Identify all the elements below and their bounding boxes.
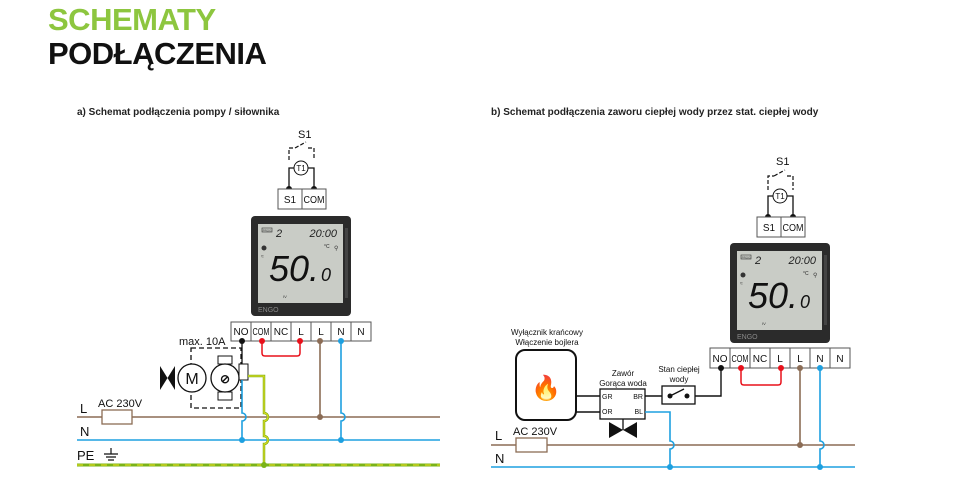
terminal-s1: S1 bbox=[284, 195, 297, 206]
motor-label: M bbox=[185, 371, 198, 388]
diagram-b-title: b) Schemat podłączenia zaworu ciepłej wo… bbox=[491, 107, 819, 118]
switch-label-2: wody bbox=[669, 375, 689, 384]
switch-label-1: Stan ciepłej bbox=[658, 365, 700, 374]
day-label: IV bbox=[283, 294, 287, 299]
unit-label: °C bbox=[803, 271, 809, 277]
day-label: IV bbox=[762, 321, 766, 326]
t1-label: T1 bbox=[296, 164, 306, 173]
terminal-l: L bbox=[797, 354, 803, 365]
valve-icon bbox=[609, 422, 637, 438]
time-display: 20:00 bbox=[308, 228, 337, 240]
motor-icon bbox=[177, 363, 207, 393]
tap-icon: ⚲ bbox=[334, 245, 338, 252]
max-current-label: max. 10A bbox=[179, 336, 226, 348]
globe-icon bbox=[261, 245, 267, 251]
terminal-n: N bbox=[357, 327, 364, 338]
valve-terminal-or: OR bbox=[602, 409, 613, 416]
valve-terminal-bl: BL bbox=[634, 409, 643, 416]
line-n-label: N bbox=[495, 451, 504, 466]
flame-icon: 🔥 bbox=[531, 374, 561, 402]
terminal-n: N bbox=[816, 354, 823, 365]
terminal-block-a: NO COM NC L L N N bbox=[230, 321, 372, 342]
prog-number: 2 bbox=[275, 228, 282, 240]
prog-label: PROG bbox=[742, 256, 752, 260]
diagram-a: a) Schemat podłączenia pompy / siłownika… bbox=[77, 107, 440, 468]
t1-label: T1 bbox=[775, 192, 785, 201]
wifi-icon: ≈ bbox=[740, 281, 743, 287]
valve-terminal-br: BR bbox=[633, 394, 643, 401]
wifi-icon: ≈ bbox=[261, 254, 264, 260]
globe-icon bbox=[740, 272, 746, 278]
boiler-label-1: Wyłącznik krańcowy bbox=[511, 328, 583, 337]
temperature-display: 50. bbox=[748, 275, 798, 316]
tap-icon: ⚲ bbox=[813, 272, 817, 279]
supply-label: AC 230V bbox=[513, 426, 558, 438]
terminal-com: COM bbox=[304, 195, 325, 206]
line-l-label: L bbox=[80, 401, 87, 416]
terminal-n: N bbox=[337, 327, 344, 338]
thermostat-b: PROG 2 20:00 50. 0 °C ≈ ⚲ IV ENGO bbox=[730, 243, 830, 343]
boiler-label-2: Włączenie bojlera bbox=[515, 338, 579, 347]
prog-label: PROG bbox=[263, 229, 273, 233]
terminal-com: COM bbox=[783, 223, 804, 234]
diagram-b: b) Schemat podłączenia zaworu ciepłej wo… bbox=[491, 107, 855, 470]
sensor-a: S1 T1 S1 COM bbox=[277, 129, 327, 210]
brand-logo: ENGO bbox=[737, 334, 758, 341]
line-l-label: L bbox=[495, 428, 502, 443]
terminal-com: COM bbox=[732, 354, 749, 365]
terminal-no: NO bbox=[713, 354, 728, 365]
terminal-nc: NC bbox=[274, 327, 288, 338]
line-pe-label: PE bbox=[77, 448, 95, 463]
switch-icon bbox=[661, 385, 696, 405]
terminal-l: L bbox=[318, 327, 324, 338]
boiler-icon bbox=[515, 349, 577, 421]
supply-label: AC 230V bbox=[98, 398, 143, 410]
brand-logo: ENGO bbox=[258, 307, 279, 314]
title-line-2: PODŁĄCZENIA bbox=[48, 36, 267, 71]
terminal-l: L bbox=[298, 327, 304, 338]
fuse-icon bbox=[515, 437, 548, 453]
line-n-label: N bbox=[80, 424, 89, 439]
prog-number: 2 bbox=[754, 255, 761, 267]
ground-icon bbox=[104, 448, 118, 461]
valve-label-2: Gorąca woda bbox=[599, 379, 647, 388]
diagram-a-title: a) Schemat podłączenia pompy / siłownika bbox=[77, 107, 280, 118]
title-line-1: SCHEMATY bbox=[48, 2, 216, 37]
unit-label: °C bbox=[324, 244, 330, 250]
temperature-decimal: 0 bbox=[800, 292, 810, 312]
terminal-com: COM bbox=[253, 327, 270, 338]
terminal-block-b: NO COM NC L L N N bbox=[709, 347, 851, 369]
svg-text:⊘: ⊘ bbox=[220, 372, 230, 386]
terminal-nc: NC bbox=[753, 354, 767, 365]
valve-box bbox=[599, 388, 646, 420]
sensor-b: S1 T1 S1 COM bbox=[756, 156, 806, 238]
terminal-no: NO bbox=[234, 327, 249, 338]
thermostat-a: PROG 2 20:00 50. 0 °C ≈ ⚲ IV ENGO bbox=[251, 216, 351, 316]
terminal-l: L bbox=[777, 354, 783, 365]
terminal-n: N bbox=[836, 354, 843, 365]
fuse-icon bbox=[101, 409, 133, 425]
s1-label: S1 bbox=[776, 156, 789, 168]
valve-terminal-gr: GR bbox=[602, 394, 613, 401]
valve-icon bbox=[160, 366, 175, 390]
s1-label: S1 bbox=[298, 129, 311, 141]
time-display: 20:00 bbox=[787, 255, 816, 267]
temperature-decimal: 0 bbox=[321, 265, 331, 285]
pump-icon bbox=[210, 363, 240, 393]
temperature-display: 50. bbox=[269, 248, 319, 289]
valve-label-1: Zawór bbox=[612, 369, 635, 378]
terminal-s1: S1 bbox=[763, 223, 776, 234]
